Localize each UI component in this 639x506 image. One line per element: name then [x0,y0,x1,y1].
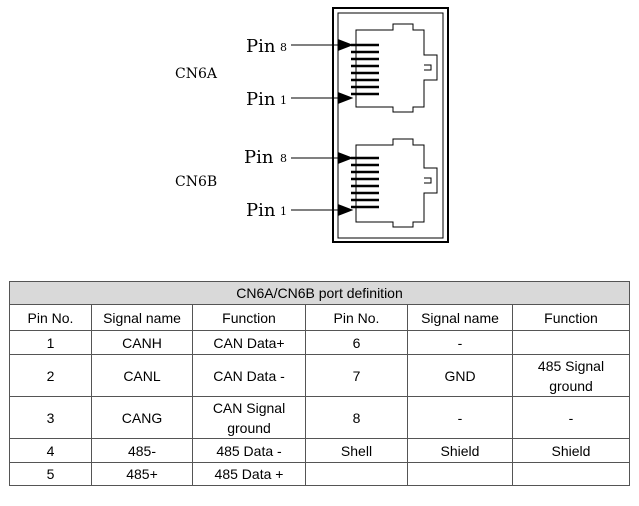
cn6b-pin-contacts [351,156,379,209]
cell-function: CAN Signal ground [192,396,306,439]
cell-function: 485 Data - [192,438,306,463]
cell-function: CAN Data+ [192,330,306,355]
cn6a-pin1-number: 1 [280,94,287,107]
cn6b-label: CN6B [175,174,217,190]
cell-pin: 2 [9,354,92,397]
table-header-row: Pin No. Signal name Function Pin No. Sig… [9,304,630,331]
connector-housing-inner [337,12,444,239]
cn6b-pin8-number: 8 [280,152,287,165]
cn6a-pin8-number: 8 [280,41,287,54]
table-row: 3 CANG CAN Signal ground 8 - - [9,396,630,439]
cell-signal [407,462,513,486]
table-row: 4 485- 485 Data - Shell Shield Shield [9,438,630,463]
header-function-2: Function [512,304,630,331]
cell-signal: - [407,396,513,439]
table-row: 5 485+ 485 Data + [9,462,630,486]
cell-signal: 485+ [91,462,193,486]
header-pin-no-1: Pin No. [9,304,92,331]
cn6a-pin1-word: Pin [246,89,276,110]
header-signal-name-1: Signal name [91,304,193,331]
cn6b-pin8-word: Pin [244,147,274,168]
cell-pin: 1 [9,330,92,355]
cell-signal: Shield [407,438,513,463]
table-row: 1 CANH CAN Data+ 6 - [9,330,630,355]
cell-function: - [512,396,630,439]
cell-pin: 7 [305,354,408,397]
cell-pin: 8 [305,396,408,439]
cell-signal: CANH [91,330,193,355]
cell-function: 485 Signal ground [512,354,630,397]
cell-signal: CANG [91,396,193,439]
cell-signal: - [407,330,513,355]
table-row: 2 CANL CAN Data - 7 GND 485 Signal groun… [9,354,630,397]
header-signal-name-2: Signal name [407,304,513,331]
cn6a-pin8-word: Pin [246,36,276,57]
connector-diagram: CN6A CN6B Pin 8 Pin 1 Pin 8 Pin 1 [175,7,449,243]
cell-signal: GND [407,354,513,397]
cell-signal: 485- [91,438,193,463]
port-definition-table: CN6A/CN6B port definition Pin No. Signal… [9,281,630,486]
header-function-1: Function [192,304,306,331]
cell-pin: 4 [9,438,92,463]
cn6a-socket [355,23,438,113]
cn6a-pin-contacts [351,43,379,96]
cell-signal: CANL [91,354,193,397]
cell-pin [305,462,408,486]
cell-function: Shield [512,438,630,463]
table-title-row: CN6A/CN6B port definition [9,281,630,305]
cell-function [512,330,630,355]
cn6a-label: CN6A [175,66,218,82]
cell-pin: 6 [305,330,408,355]
cn6b-pin1-number: 1 [280,205,287,218]
cell-function: 485 Data + [192,462,306,486]
connector-housing [332,7,449,243]
cell-pin: Shell [305,438,408,463]
header-pin-no-2: Pin No. [305,304,408,331]
cell-pin: 3 [9,396,92,439]
cell-function [512,462,630,486]
cell-function: CAN Data - [192,354,306,397]
cn6b-socket [355,138,438,228]
pin-pointer-arrows [291,39,354,216]
table-title: CN6A/CN6B port definition [9,281,630,305]
cell-pin: 5 [9,462,92,486]
cn6b-pin1-word: Pin [246,200,276,221]
